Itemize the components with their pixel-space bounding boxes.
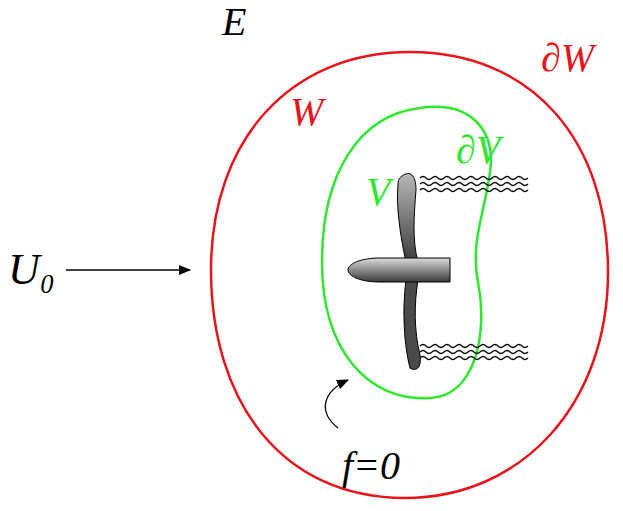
- propeller-hub: [348, 258, 450, 282]
- outer-boundary: [211, 52, 608, 498]
- surface-label: ∂W: [541, 38, 594, 78]
- leader-arrow: [325, 380, 348, 428]
- velocity-label: U₀: [8, 248, 55, 292]
- propeller-blade: [404, 280, 420, 369]
- region-label: V: [366, 172, 390, 212]
- region-label: E: [222, 2, 246, 42]
- wake-line: [420, 345, 528, 348]
- wake-line: [420, 351, 528, 354]
- wake-line: [420, 357, 528, 360]
- wake-line: [420, 177, 528, 180]
- propeller-blade: [397, 174, 418, 262]
- wake-line: [420, 189, 528, 192]
- surface-label: ∂V: [456, 130, 500, 170]
- condition-label: f=0: [342, 446, 400, 486]
- wake-line: [420, 183, 528, 186]
- region-label: W: [290, 92, 323, 132]
- flow-arrow: [66, 269, 190, 271]
